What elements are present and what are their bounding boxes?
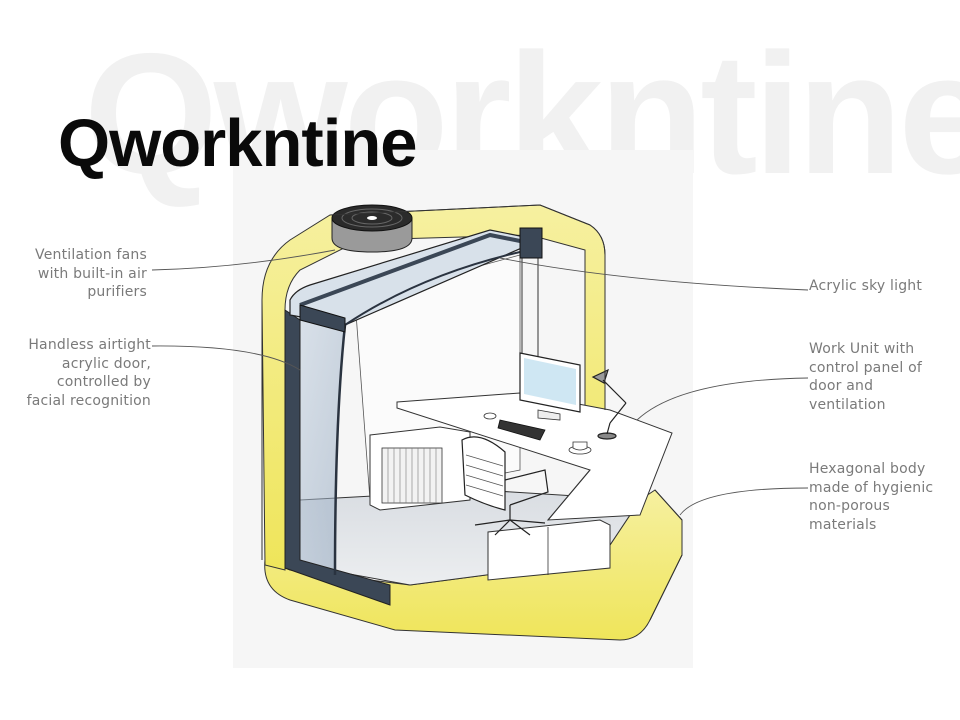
storage-cabinet <box>369 426 471 511</box>
acrylic-skylight <box>289 227 543 333</box>
ventilation-fan <box>331 204 413 253</box>
callout-acrylic-door: Handless airtight acrylic door, controll… <box>26 337 151 409</box>
callout-acrylic-skylight: Acrylic sky light <box>809 278 923 294</box>
callout-leader-lines <box>151 249 809 516</box>
work-unit-desk <box>396 392 673 581</box>
monitor <box>519 352 581 421</box>
coffee-cup <box>568 441 592 455</box>
callout-hexagonal-body: Hexagonal body made of hygienic non-poro… <box>809 461 934 533</box>
mouse <box>483 412 497 420</box>
callout-ventilation-fans: Ventilation fans with built-in air purif… <box>35 247 147 300</box>
office-chair <box>461 436 549 536</box>
page-title: Qworkntine <box>58 106 418 181</box>
callout-work-unit: Work Unit with control panel of door and… <box>809 341 922 413</box>
desk-lamp <box>591 368 627 440</box>
acrylic-door <box>284 309 391 606</box>
desk-drawer-unit <box>487 519 611 581</box>
keyboard <box>497 419 546 441</box>
